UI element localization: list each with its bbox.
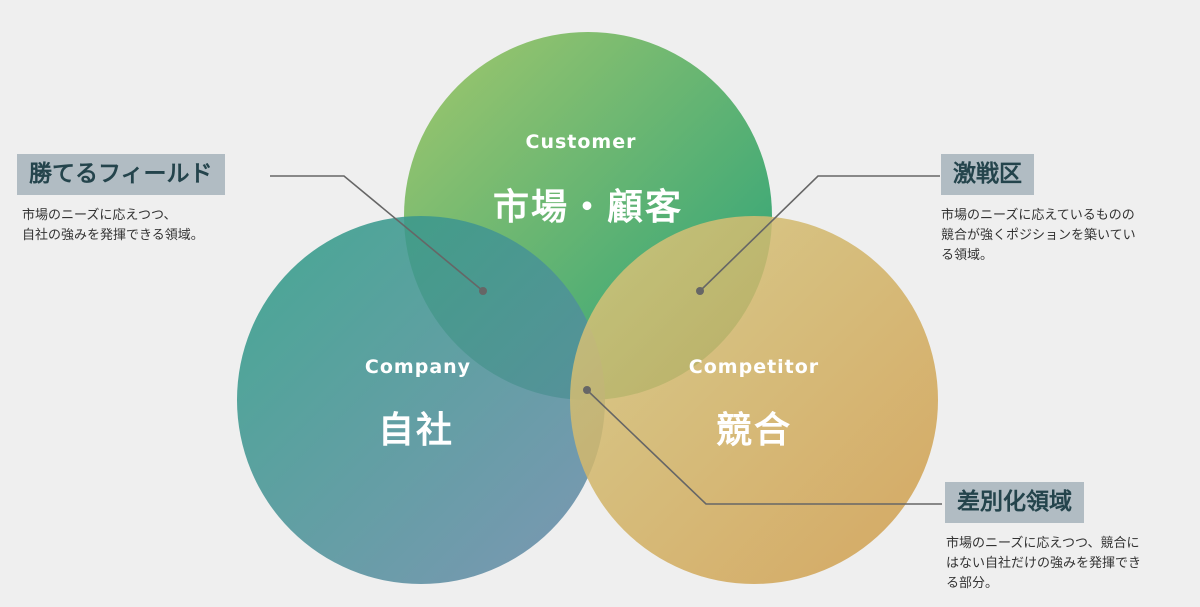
fierce-battle-desc-line-3: る領域。 xyxy=(941,248,994,263)
leader-dot-winning-field xyxy=(479,287,487,295)
differentiation-desc-line-2: はない自社だけの強みを発揮でき xyxy=(946,556,1142,571)
customer-label-en: Customer xyxy=(525,131,637,153)
differentiation-tag: 差別化領域 xyxy=(945,482,1084,523)
company-label-ja: 自社 xyxy=(377,410,454,451)
competitor-label-ja: 競合 xyxy=(715,410,792,451)
company-label-en: Company xyxy=(364,356,472,378)
winning-field-description: 市場のニーズに応えつつ、 自社の強みを発揮できる領域。 xyxy=(22,206,204,246)
differentiation-desc-line-1: 市場のニーズに応えつつ、競合に xyxy=(946,536,1140,551)
winning-field-desc-line-2: 自社の強みを発揮できる領域。 xyxy=(22,228,204,243)
winning-field-desc-line-1: 市場のニーズに応えつつ、 xyxy=(22,208,177,223)
company-circle xyxy=(237,216,605,584)
leader-dot-differentiation xyxy=(583,386,591,394)
fierce-battle-desc-line-1: 市場のニーズに応えているものの xyxy=(941,208,1135,223)
customer-label-ja: 市場・顧客 xyxy=(492,187,683,228)
leader-line-fierce-battle xyxy=(699,175,940,292)
differentiation-desc-line-3: る部分。 xyxy=(946,576,999,591)
fierce-battle-description: 市場のニーズに応えているものの 競合が強くポジションを築いてい る領域。 xyxy=(941,206,1136,266)
leader-line-winning-field xyxy=(270,175,484,292)
leader-line-differentiation xyxy=(586,389,942,505)
differentiation-description: 市場のニーズに応えつつ、競合に はない自社だけの強みを発揮でき る部分。 xyxy=(946,534,1141,594)
leader-dot-fierce-battle xyxy=(696,287,704,295)
fierce-battle-desc-line-2: 競合が強くポジションを築いてい xyxy=(941,228,1136,243)
winning-field-tag: 勝てるフィールド xyxy=(17,154,225,195)
fierce-battle-tag: 激戦区 xyxy=(941,154,1034,195)
competitor-circle xyxy=(570,216,938,584)
competitor-label-en: Competitor xyxy=(688,356,820,378)
